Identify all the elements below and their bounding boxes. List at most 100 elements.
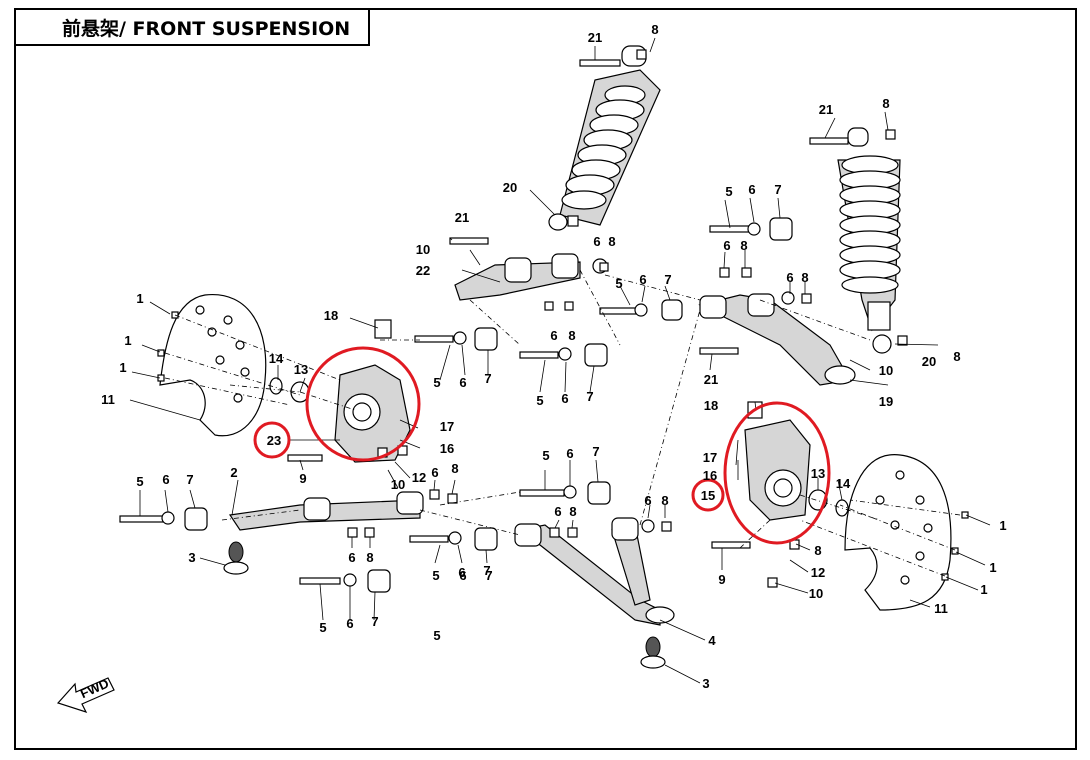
callout-label: 8 <box>882 96 889 111</box>
callout-label: 5 <box>136 474 143 489</box>
callout-label: 1 <box>980 582 987 597</box>
callout-label: 7 <box>485 568 492 583</box>
callout-label: 9 <box>299 471 306 486</box>
leader-lines <box>129 37 991 684</box>
callout-label: 22 <box>416 263 430 278</box>
callout-label: 1 <box>999 518 1006 533</box>
callout-label: 6 <box>554 504 561 519</box>
callout-label: 21 <box>704 372 718 387</box>
left-shock-absorber <box>548 45 661 231</box>
highlight-marks <box>253 346 831 545</box>
page-title: 前悬架/ FRONT SUSPENSION <box>62 17 351 40</box>
callout-label: 15 <box>701 488 715 503</box>
callout-label: 6 <box>458 565 465 580</box>
callout-label: 3 <box>702 676 709 691</box>
callout-15-highlight <box>691 478 725 512</box>
callout-label: 8 <box>953 349 960 364</box>
callout-label: 6 <box>348 550 355 565</box>
callout-label: 7 <box>592 444 599 459</box>
callout-label: 8 <box>366 550 373 565</box>
callout-label: 18 <box>704 398 718 413</box>
callout-label: 4 <box>708 633 716 648</box>
right-shock-absorber <box>837 127 901 354</box>
callout-label: 6 <box>639 272 646 287</box>
right-knuckle-highlight <box>723 401 831 545</box>
callout-label: 7 <box>774 182 781 197</box>
callout-label: 6 <box>786 270 793 285</box>
callout-label: 17 <box>703 450 717 465</box>
callout-label: 11 <box>934 601 948 616</box>
callout-label: 6 <box>644 493 651 508</box>
callout-label: 10 <box>416 242 430 257</box>
callout-label: 6 <box>566 446 573 461</box>
callout-labels: 21 8 21 8 20 21 10 22 6 8 5 6 7 6 8 5 6 … <box>101 22 1006 691</box>
callout-label: 8 <box>608 234 615 249</box>
callout-label: 6 <box>346 616 353 631</box>
callout-label: 21 <box>819 102 833 117</box>
callout-label: 14 <box>269 351 284 366</box>
callout-label: 23 <box>267 433 281 448</box>
callout-label: 5 <box>615 276 622 291</box>
callout-label: 20 <box>503 180 517 195</box>
callout-label: 1 <box>989 560 996 575</box>
callout-label: 7 <box>484 371 491 386</box>
callout-label: 21 <box>455 210 469 225</box>
callout-label: 10 <box>391 477 405 492</box>
callout-label: 6 <box>748 182 755 197</box>
callout-label: 13 <box>294 362 308 377</box>
callout-label: 12 <box>811 565 825 580</box>
left-knuckle-highlight <box>305 346 421 462</box>
callout-label: 8 <box>569 504 576 519</box>
callout-label: 7 <box>371 614 378 629</box>
callout-label: 8 <box>661 493 668 508</box>
callout-label: 16 <box>703 468 717 483</box>
callout-label: 7 <box>186 472 193 487</box>
callout-label: 1 <box>119 360 126 375</box>
right-steering-knuckle <box>744 401 849 521</box>
callout-label: 12 <box>412 470 426 485</box>
callout-label: 21 <box>588 30 602 45</box>
callout-label: 7 <box>586 389 593 404</box>
callout-label: 6 <box>431 465 438 480</box>
callout-label: 19 <box>879 394 893 409</box>
callout-label: 8 <box>651 22 658 37</box>
callout-label: 13 <box>811 466 825 481</box>
callout-label: 7 <box>664 272 671 287</box>
callout-label: 5 <box>433 628 440 643</box>
callout-label: 10 <box>879 363 893 378</box>
callout-label: 5 <box>725 184 732 199</box>
callout-label: 11 <box>101 392 115 407</box>
callout-label: 7 <box>483 563 490 578</box>
left-upper-control-arm <box>454 253 608 301</box>
callout-label: 6 <box>723 238 730 253</box>
callout-label: 6 <box>550 328 557 343</box>
callout-label: 6 <box>593 234 600 249</box>
callout-label: 5 <box>432 568 439 583</box>
callout-label: 1 <box>124 333 131 348</box>
callout-label: 2 <box>230 465 237 480</box>
callout-23-highlight <box>253 421 291 459</box>
callout-label: 8 <box>801 270 808 285</box>
callout-label: 17 <box>440 419 454 434</box>
callout-label: 10 <box>809 586 823 601</box>
callout-label: 5 <box>536 393 543 408</box>
left-lower-control-arm <box>223 491 424 575</box>
drawing-frame <box>14 8 1077 750</box>
callout-label: 8 <box>568 328 575 343</box>
callout-label: 6 <box>459 375 466 390</box>
callout-label: 6 <box>459 568 466 583</box>
left-brake-disc <box>159 294 267 437</box>
callout-label: 3 <box>188 550 195 565</box>
callout-label: 1 <box>136 291 143 306</box>
right-lower-control-arm <box>514 517 675 669</box>
callout-label: 6 <box>561 391 568 406</box>
callout-label: 6 <box>162 472 169 487</box>
title-box: 前悬架/ FRONT SUSPENSION <box>14 8 370 46</box>
callout-label: 5 <box>319 620 326 635</box>
fastener-sets <box>119 49 969 593</box>
right-upper-control-arm <box>698 293 856 386</box>
fwd-arrow: FWD <box>56 676 115 714</box>
right-brake-disc <box>844 454 952 611</box>
callout-label: 20 <box>922 354 936 369</box>
